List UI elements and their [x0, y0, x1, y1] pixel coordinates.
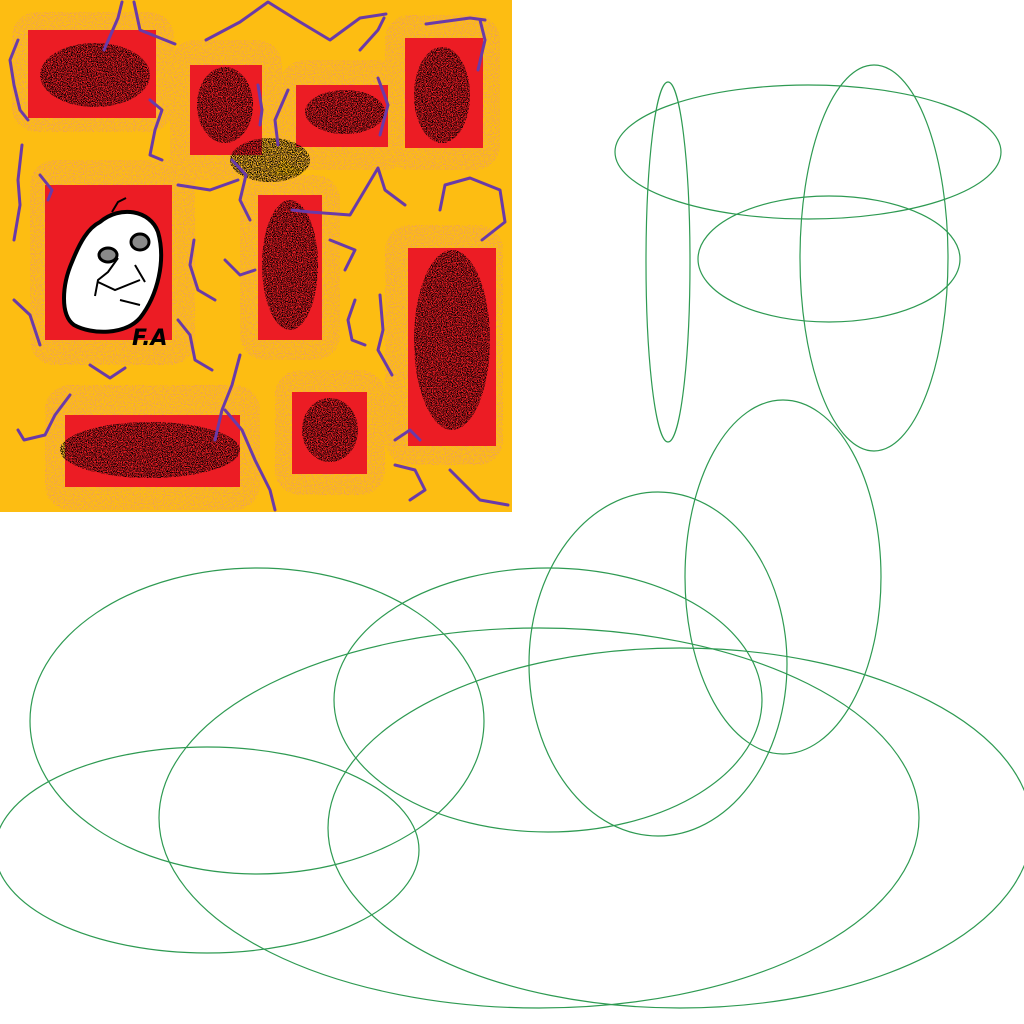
- ellipse-outline: [697, 195, 961, 323]
- ellipse-outline: [614, 84, 1002, 220]
- ellipse-outline: [645, 81, 691, 443]
- ellipse-outline: [333, 567, 763, 833]
- face-drawing: F.A: [62, 197, 168, 351]
- ellipse-outline: [799, 64, 949, 452]
- ellipse-outline: [684, 399, 882, 755]
- dark-shading: [40, 43, 490, 478]
- ellipse-outline: [29, 567, 485, 875]
- ellipse-outline: [158, 627, 920, 1009]
- left-eye: [97, 246, 119, 264]
- signature: F.A: [132, 326, 168, 351]
- ellipse-group: [0, 64, 1024, 1009]
- ellipse-outline: [0, 746, 420, 954]
- hair-stroke: [111, 197, 127, 213]
- nose-mouth-lines: [94, 257, 146, 306]
- ellipse-outline: [528, 491, 788, 837]
- ellipse-outline: [327, 647, 1024, 1009]
- right-eye: [129, 232, 151, 252]
- painting-panel: F.A: [0, 0, 512, 512]
- purple-squiggles: [8, 0, 510, 512]
